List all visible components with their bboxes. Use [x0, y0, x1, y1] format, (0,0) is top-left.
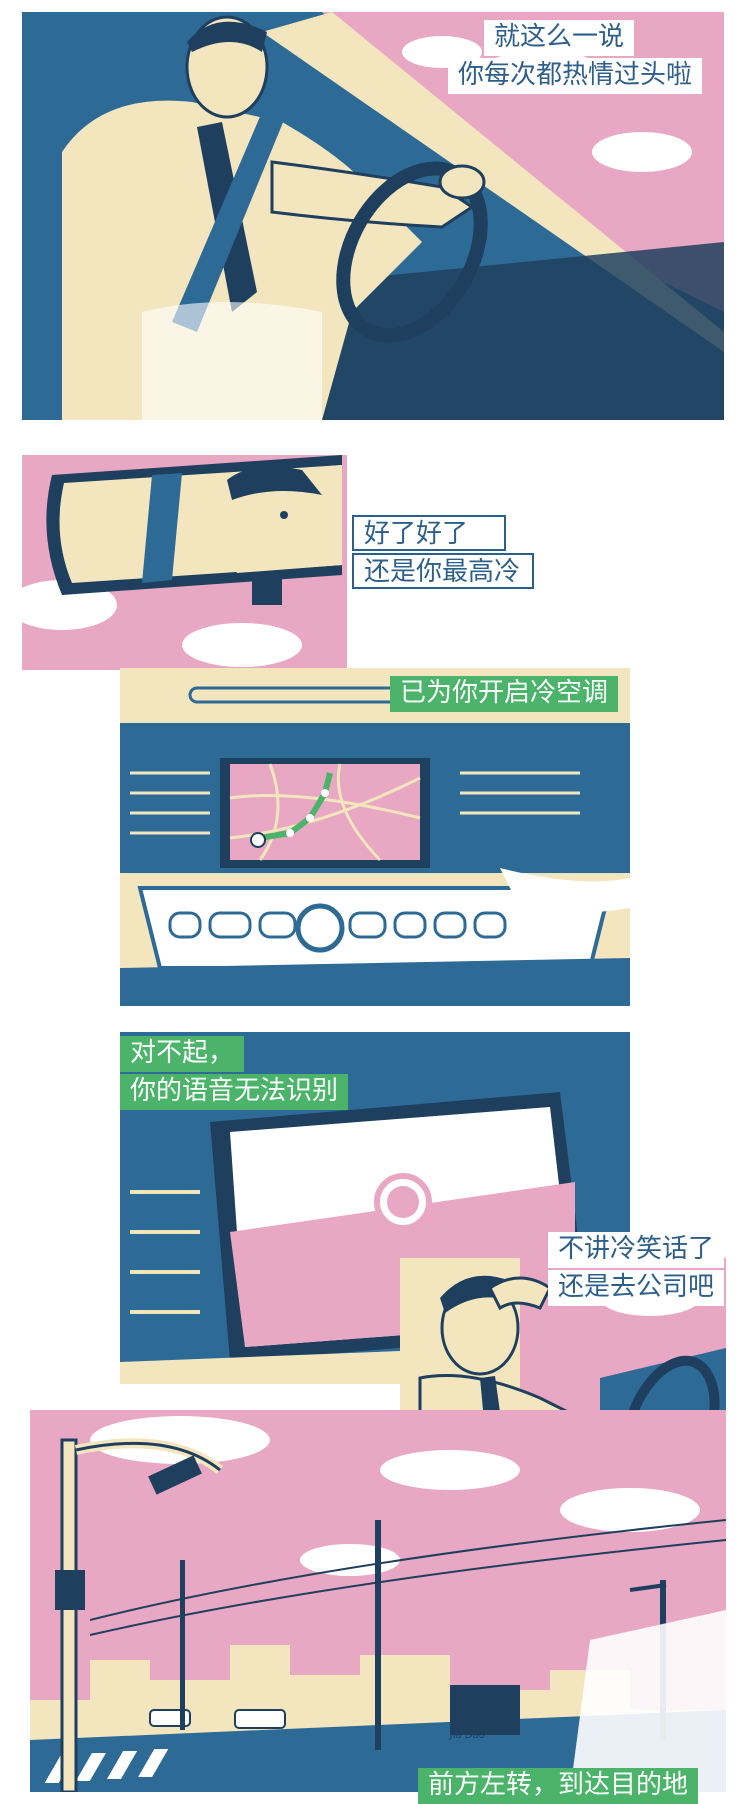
caption-line: 好了好了: [352, 515, 506, 551]
mirror-illustration: [22, 455, 347, 670]
caption-line: 对不起，: [120, 1036, 245, 1072]
caption-line: 还是去公司吧: [548, 1270, 725, 1306]
panel-dashboard: [120, 668, 630, 1006]
dashboard-illustration: [120, 668, 630, 1006]
intersection-illustration: [30, 1410, 726, 1792]
caption-line: 前方左转，到达目的地: [418, 1768, 699, 1804]
caption-line: 你每次都热情过头啦: [448, 58, 703, 94]
panel-intersection: Jia Dao: [30, 1410, 726, 1792]
caption-line: 你的语音无法识别: [120, 1074, 349, 1110]
caption-line: 已为你开启冷空调: [390, 676, 619, 712]
caption-line: 还是你最高冷: [352, 553, 534, 589]
street-sign-text: Jia Dao: [450, 1730, 485, 1741]
caption-line: 不讲冷笑话了: [548, 1232, 725, 1268]
caption-line: 就这么一说: [484, 20, 635, 56]
panel-rear-view-mirror: [22, 455, 347, 670]
